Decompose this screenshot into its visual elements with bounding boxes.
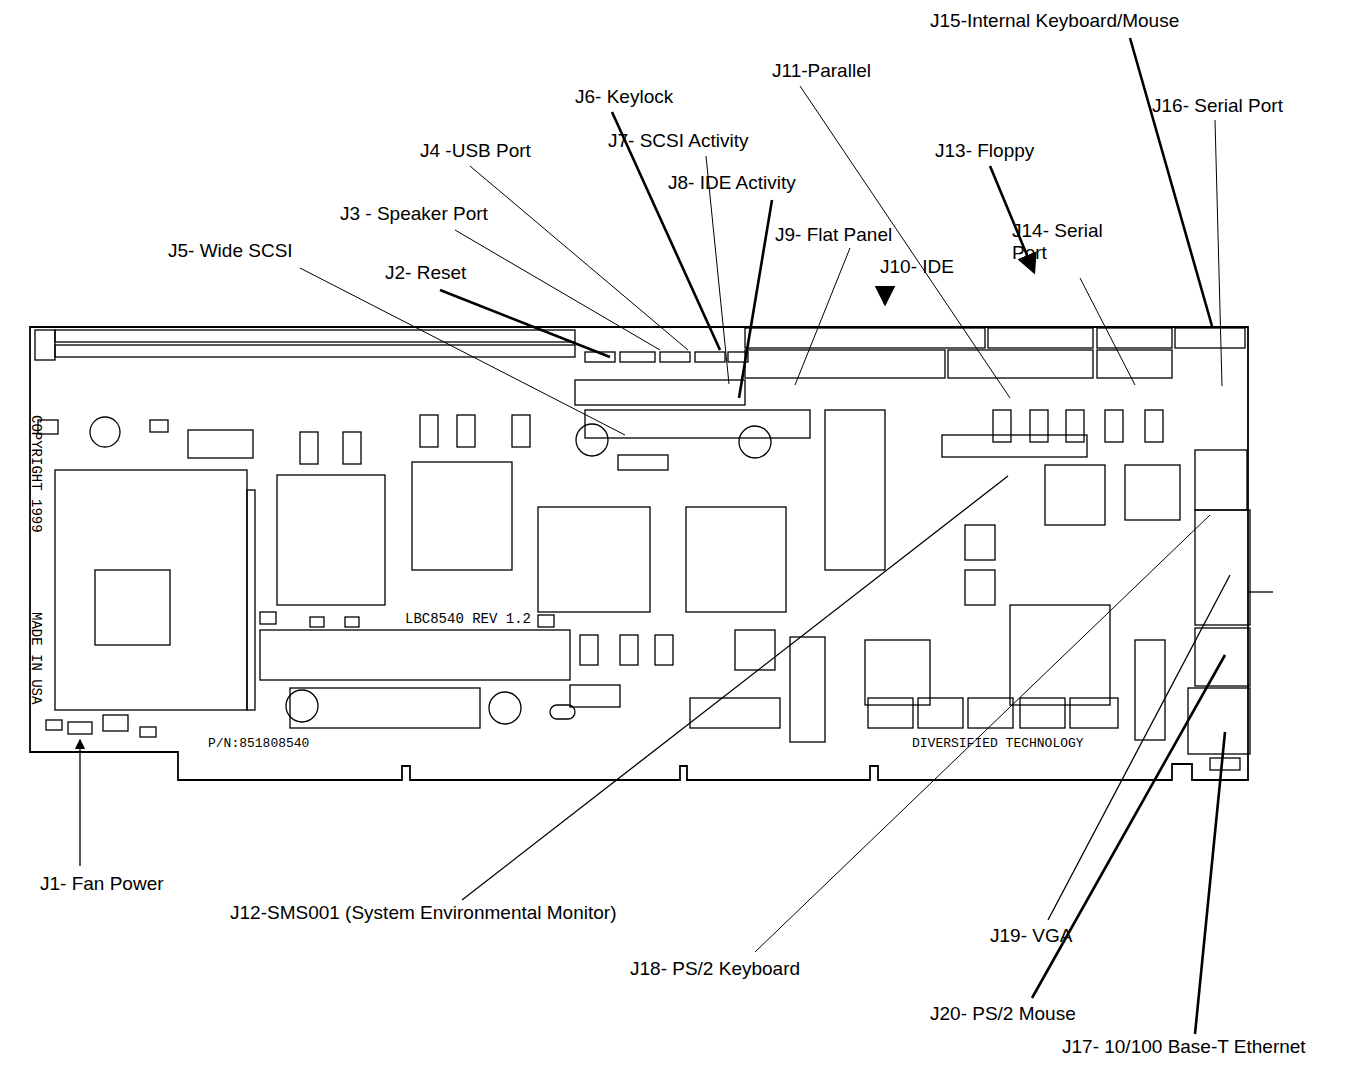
callout-label: J20- PS/2 Mouse xyxy=(930,1003,1076,1025)
callout-label: J13- Floppy xyxy=(935,140,1034,162)
callout-label: J14- Serial Port xyxy=(1012,220,1122,264)
callout-label: J1- Fan Power xyxy=(40,873,164,895)
callout-label: J19- VGA xyxy=(990,925,1072,947)
board-text: MADE IN USA xyxy=(28,612,44,704)
callout-label: J9- Flat Panel xyxy=(775,224,892,246)
callout-label: J17- 10/100 Base-T Ethernet xyxy=(1062,1036,1306,1058)
callout-label: J11-Parallel xyxy=(772,60,871,82)
callout-label: J2- Reset xyxy=(385,262,466,284)
callout-label: J5- Wide SCSI xyxy=(168,240,293,262)
callout-label: J15-Internal Keyboard/Mouse xyxy=(930,10,1179,32)
callout-label: J7- SCSI Activity xyxy=(608,130,748,152)
callout-label: J10- IDE xyxy=(880,256,954,278)
callout-label: J3 - Speaker Port xyxy=(340,203,488,225)
callout-label: J12-SMS001 (System Environmental Monitor… xyxy=(230,902,616,924)
board-text: COPYRIGHT 1999 xyxy=(28,415,44,533)
callout-label: J8- IDE Activity xyxy=(668,172,796,194)
board-text: DIVERSIFIED TECHNOLOGY xyxy=(912,737,1084,752)
callout-label: J6- Keylock xyxy=(575,86,673,108)
callout-label: J16- Serial Port xyxy=(1152,95,1283,117)
board-text: LBC8540 REV 1.2 xyxy=(405,611,531,627)
callout-label: J18- PS/2 Keyboard xyxy=(630,958,800,980)
callout-label: J4 -USB Port xyxy=(420,140,531,162)
board-text: P/N:851808540 xyxy=(208,737,309,752)
